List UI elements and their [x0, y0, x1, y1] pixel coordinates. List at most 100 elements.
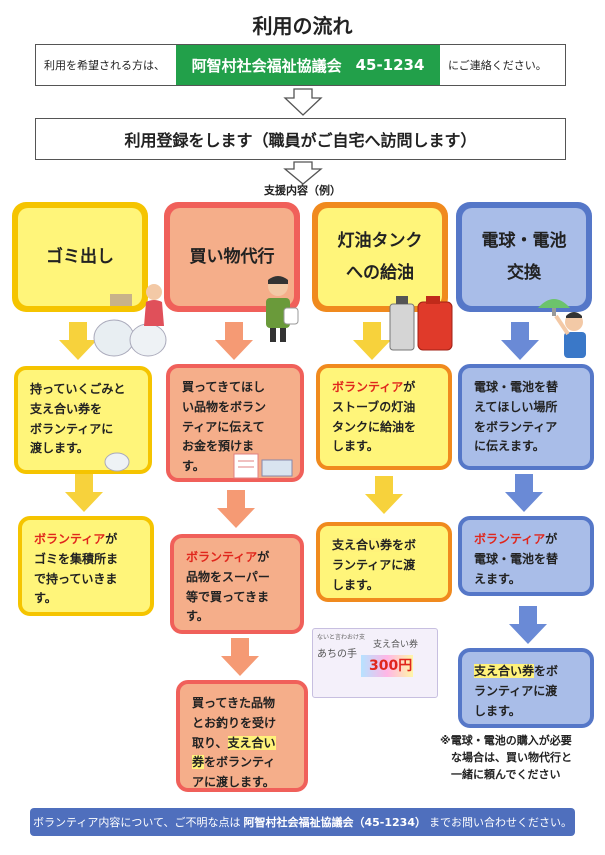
- purchase-note: ※電球・電池の購入が必要 な場合は、買い物代行と 一緒に頼んでください: [440, 732, 600, 783]
- step-text: 買ってきてほし: [182, 380, 266, 394]
- step-text: 電球・電池を替: [474, 380, 559, 394]
- step-text: ストーブの灯油: [332, 399, 416, 414]
- volunteer-label: ボランティア: [34, 532, 106, 546]
- step-text: す。: [182, 459, 205, 474]
- step-text: タンクに給油を: [332, 419, 417, 434]
- ticket-label: 支え合い券: [373, 640, 419, 650]
- step-text: ゴミを集積所ま: [34, 551, 119, 566]
- step-text: が: [257, 550, 270, 564]
- step-text: をボランティア: [474, 419, 558, 434]
- category-kerosene: 灯油タンク への給油: [312, 202, 448, 312]
- note-line: 一緒に頼んでください: [451, 768, 561, 782]
- step-text: ランティアに渡: [332, 557, 416, 572]
- volunteer-label: ボランティア: [332, 380, 404, 394]
- flow-down-arrow-icon: [283, 88, 323, 116]
- category-label: 交換: [507, 263, 541, 283]
- flow-down-arrow-icon: [283, 161, 323, 185]
- step-text: とお釣りを受け: [192, 715, 277, 730]
- category-garbage: ゴミ出し: [12, 202, 148, 312]
- footer-org-contact[interactable]: 阿智村社会福祉協議会（45-1234）: [243, 816, 426, 829]
- yellow-down-arrow-icon: [365, 476, 403, 514]
- volunteer-label: ボランティア: [186, 550, 258, 564]
- category-label: 電球・電池: [481, 230, 567, 251]
- small-trash-bag-icon: [104, 452, 130, 472]
- salmon-down-arrow-icon: [217, 490, 255, 528]
- step-text: に伝えます。: [474, 439, 545, 454]
- ticket-name: あちの手: [317, 649, 357, 660]
- support-ticket-image: ないと言わおけ支 あちの手 支え合い券 300円: [312, 628, 438, 698]
- step-text: をボランティ: [204, 755, 276, 770]
- step-lightbulb-1: 電球・電池を替えてほしい場所をボランティアに伝えます。: [458, 364, 594, 470]
- footer-text: までお問い合わせください。: [428, 816, 572, 829]
- support-examples-label: 支援内容（例）: [264, 184, 341, 197]
- kerosene-tank-illustration: [389, 296, 453, 351]
- ticket-highlight: 券: [192, 755, 205, 770]
- ticket-highlight: 支え合い券: [474, 664, 535, 678]
- step-text: 渡します。: [30, 441, 89, 456]
- step-text: えます。: [474, 571, 521, 586]
- step-text: します。: [474, 703, 521, 718]
- step-text: を: [90, 401, 103, 416]
- step-text: ティアに伝えて: [182, 419, 265, 434]
- step-text: えてほしい場所: [474, 399, 558, 414]
- ticket-highlight: 支え合い券: [332, 538, 393, 552]
- contact-intro-text: 利用を希望される方は、: [44, 59, 165, 72]
- salmon-down-arrow-icon: [221, 638, 259, 676]
- step-text: す。: [34, 591, 57, 606]
- yellow-down-arrow-icon: [65, 474, 103, 512]
- yellow-down-arrow-icon: [59, 322, 97, 360]
- step-text: 買ってきた品物: [192, 696, 276, 710]
- salmon-down-arrow-icon: [215, 322, 253, 360]
- contact-outro-text: にご連絡ください。: [448, 59, 547, 72]
- garbage-bags-illustration: [93, 284, 167, 357]
- category-lightbulb: 電球・電池 交換: [456, 202, 592, 312]
- category-label: ゴミ出し: [46, 246, 114, 267]
- step-text: い品物をボラン: [182, 399, 267, 414]
- step-text: が: [545, 532, 558, 546]
- step-text: ランティアに渡: [474, 683, 558, 698]
- page-title: 利用の流れ: [252, 14, 353, 38]
- footer-text: ボランティア内容について、ご不明な点は: [33, 816, 241, 829]
- category-label: への給油: [346, 263, 414, 283]
- step-text: をボ: [534, 664, 559, 678]
- step-kerosene-2: 支え合い券をボランティアに渡します。: [316, 522, 452, 602]
- memo-and-money-icon: [233, 453, 293, 479]
- step-text: と: [113, 382, 126, 396]
- step-text: が: [403, 380, 416, 394]
- shopper-person-illustration: [266, 276, 299, 342]
- step-text: をボ: [392, 538, 417, 552]
- registration-bar: 利用登録をします（職員がご自宅へ訪問します）: [35, 118, 566, 160]
- note-line: な場合は、買い物代行と: [451, 751, 572, 765]
- step-text: が: [105, 532, 118, 546]
- step-shopping-3: 買ってきた品物とお釣りを受け取り、支え合い券をボランティアに渡します。: [176, 680, 308, 792]
- inquiry-footer: ボランティア内容について、ご不明な点は 阿智村社会福祉協議会（45-1234） …: [30, 808, 575, 836]
- step-text: 持っていくごみ: [30, 382, 114, 396]
- blue-down-arrow-icon: [501, 322, 539, 360]
- step-kerosene-1: ボランティアがストーブの灯油タンクに給油をします。: [316, 364, 452, 470]
- volunteer-label: ボランティア: [474, 532, 546, 546]
- step-text: 電球・電池を替: [474, 551, 559, 566]
- blue-down-arrow-icon: [509, 606, 547, 644]
- step-text: 取り、: [192, 735, 228, 750]
- ticket-highlight: 支え合い券: [30, 401, 91, 416]
- step-text: お金を預けま: [182, 439, 255, 454]
- step-lightbulb-3: 支え合い券をボランティアに渡します。: [458, 648, 594, 728]
- blue-down-arrow-icon: [505, 474, 543, 512]
- contact-bar: 利用を希望される方は、 阿智村社会福祉協議会 45-1234 にご連絡ください。: [35, 44, 566, 86]
- ticket-value: 300円: [369, 658, 413, 674]
- step-text: 品物をスーパー: [186, 569, 270, 584]
- step-text: アに渡します。: [192, 775, 275, 790]
- ticket-top-text: ないと言わおけ支: [317, 634, 366, 641]
- step-text: 等で買ってきま: [186, 589, 270, 604]
- step-shopping-2: ボランティアが品物をスーパー等で買ってきます。: [170, 534, 304, 634]
- note-line: ※電球・電池の購入が必要: [440, 734, 572, 747]
- step-lightbulb-2: ボランティアが電球・電池を替えます。: [458, 516, 594, 596]
- contact-phone[interactable]: 45-1234: [355, 56, 425, 74]
- contact-org-name: 阿智村社会福祉協議会: [191, 56, 342, 75]
- category-label: 灯油タンク: [337, 230, 423, 251]
- step-garbage-2: ボランティアがゴミを集積所まで持っていきます。: [18, 516, 154, 616]
- yellow-down-arrow-icon: [353, 322, 391, 360]
- category-label: 買い物代行: [189, 246, 275, 267]
- step-text: ボランティアに: [30, 421, 114, 436]
- contact-org-box: 阿智村社会福祉協議会 45-1234: [176, 45, 440, 85]
